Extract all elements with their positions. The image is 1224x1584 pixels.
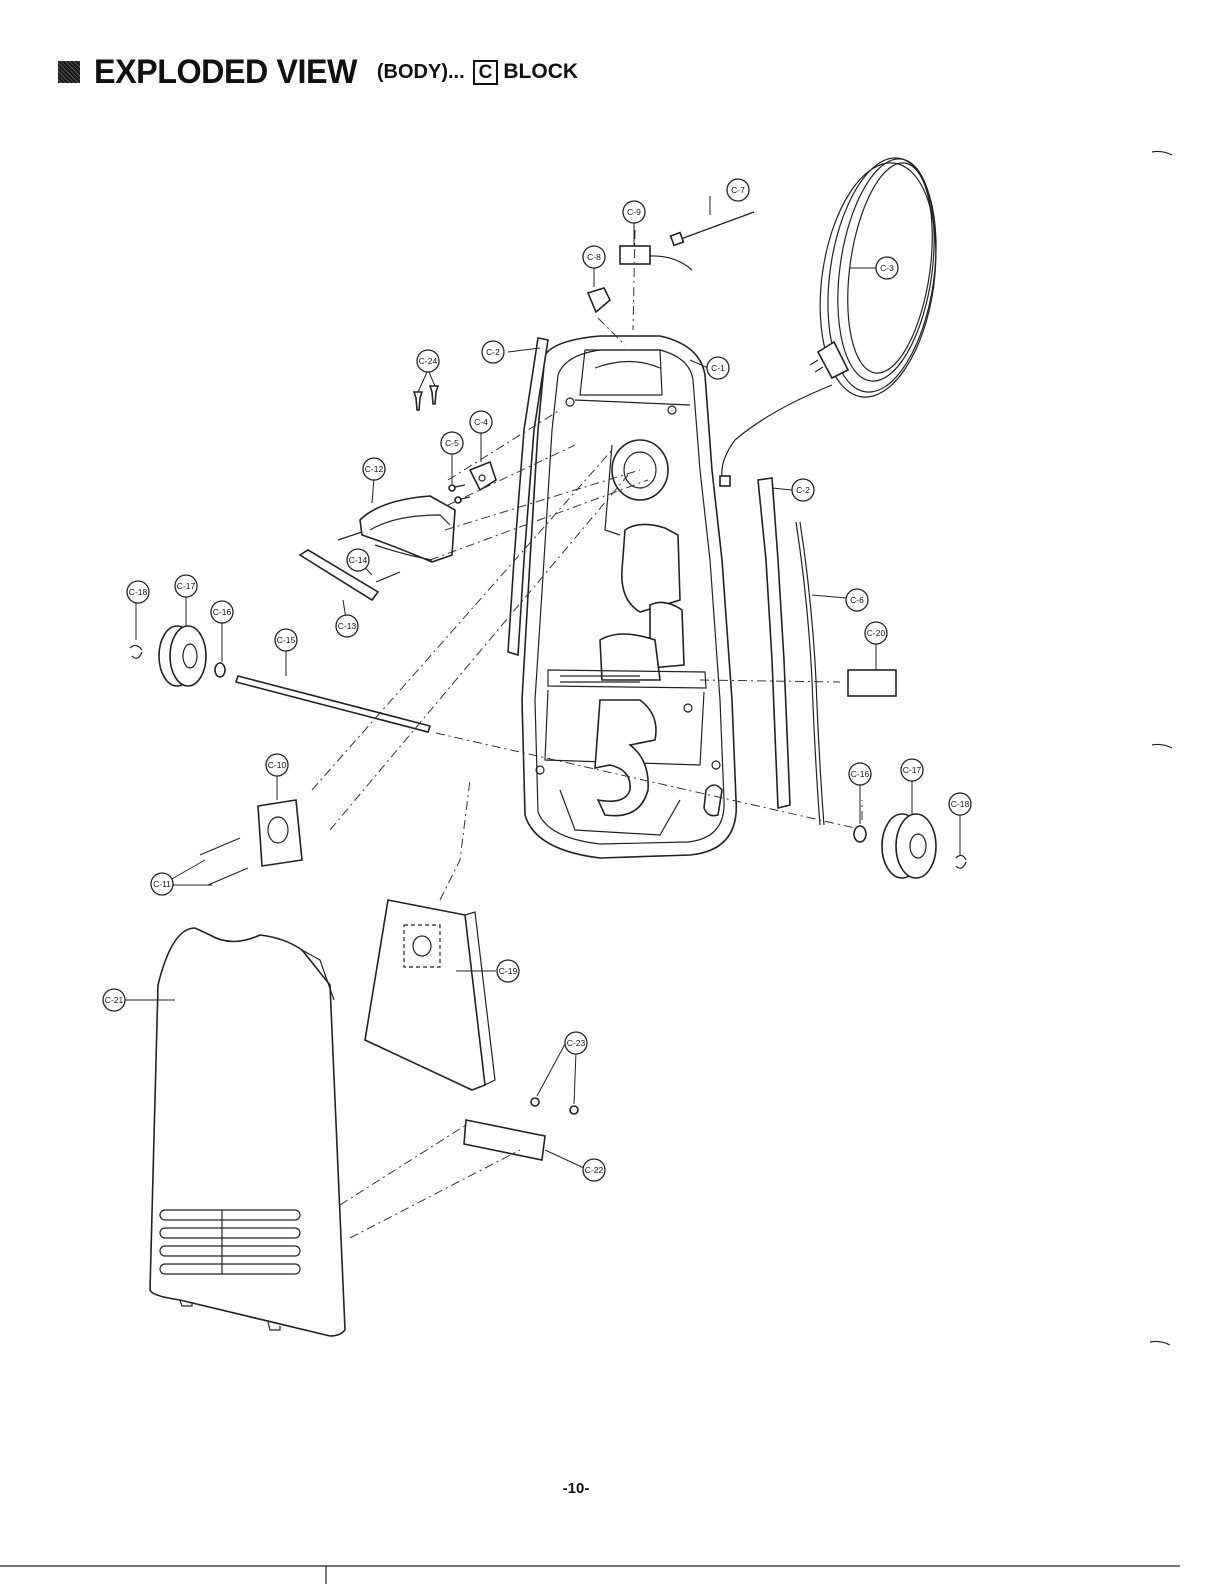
svg-text:C-23: C-23 [567, 1038, 586, 1048]
callout-c24: C-24 [416, 349, 440, 373]
svg-text:C-2: C-2 [796, 485, 810, 495]
filter-c22 [463, 1119, 546, 1161]
screw-c23-b [569, 1105, 579, 1115]
svg-text:C-12: C-12 [365, 464, 384, 474]
assembly-lines [311, 229, 863, 1239]
callout-c16-right: C-16 [848, 762, 872, 786]
switch-group [586, 211, 755, 314]
svg-text:C-10: C-10 [268, 760, 287, 770]
seal-strip-left [507, 337, 549, 657]
svg-text:C-3: C-3 [880, 263, 894, 273]
svg-text:C-15: C-15 [277, 635, 296, 645]
callout-c20: C-20 [864, 621, 888, 645]
rail-strip [298, 549, 380, 602]
title-sub: (BODY)... [376, 60, 465, 83]
callout-c2-left: C-2 [481, 340, 505, 364]
svg-text:C-8: C-8 [587, 252, 601, 262]
svg-text:C-24: C-24 [419, 356, 438, 366]
svg-text:C-9: C-9 [627, 207, 641, 217]
nozzle-bracket [359, 495, 456, 563]
mount-plate [199, 799, 303, 886]
svg-text:C-19: C-19 [499, 966, 518, 976]
callout-c18-left: C-18 [126, 580, 150, 604]
block-word: BLOCK [503, 60, 579, 83]
screws-c14 [337, 531, 401, 583]
leader-lines [116, 196, 961, 1169]
callout-c8: C-8 [582, 245, 606, 269]
callout-c19: C-19 [496, 959, 520, 983]
callout-c18-right: C-18 [948, 792, 972, 816]
callout-c1: C-1 [706, 356, 730, 380]
part-callouts: C-1 C-2 C-2 C-3 C-4 C-5 C-6 C-7 C-8 C-9 … [102, 178, 972, 1182]
callout-c9: C-9 [622, 200, 646, 224]
callout-c17-left: C-17 [174, 574, 198, 598]
callout-c16-left: C-16 [210, 600, 234, 624]
svg-text:C-21: C-21 [105, 995, 124, 1005]
svg-text:C-20: C-20 [867, 628, 886, 638]
callout-c22: C-22 [582, 1158, 606, 1182]
wire-harness [795, 521, 825, 826]
callout-c23: C-23 [564, 1031, 588, 1055]
page-number: -10- [562, 1480, 590, 1497]
vent-slots [159, 1209, 301, 1275]
power-cord [719, 157, 937, 487]
svg-text:C-22: C-22 [585, 1165, 604, 1175]
callout-c3: C-3 [875, 256, 899, 280]
page-title: EXPLODED VIEW (BODY)... C BLOCK [58, 50, 578, 94]
left-wheel-group [129, 625, 432, 733]
callout-c5: C-5 [440, 431, 464, 455]
seal-strip-right [757, 477, 791, 810]
callout-c10: C-10 [265, 753, 289, 777]
filter-panel [364, 899, 496, 1091]
svg-text:C-4: C-4 [474, 417, 488, 427]
screws-upper [412, 385, 497, 504]
svg-text:C-16: C-16 [213, 607, 232, 617]
body-housing [521, 335, 738, 859]
callout-c21: C-21 [102, 988, 126, 1012]
title-main: EXPLODED VIEW [94, 52, 358, 91]
svg-text:C-18: C-18 [951, 799, 970, 809]
svg-text:C-14: C-14 [349, 555, 368, 565]
callout-c4: C-4 [469, 410, 493, 434]
title-square-icon [58, 61, 80, 83]
callout-c6: C-6 [845, 588, 869, 612]
callout-c2-right: C-2 [791, 478, 815, 502]
screw-c23-a [530, 1097, 540, 1107]
svg-text:C-17: C-17 [903, 765, 922, 775]
rear-cover [149, 927, 346, 1337]
callout-c7: C-7 [726, 178, 750, 202]
block-letter-box: C [472, 59, 499, 85]
svg-text:C-16: C-16 [851, 769, 870, 779]
callout-c11: C-11 [150, 872, 174, 896]
filter-pad [847, 669, 897, 697]
right-wheel-group [853, 813, 967, 879]
svg-text:C-5: C-5 [445, 438, 459, 448]
callout-c12: C-12 [362, 457, 386, 481]
svg-text:C-2: C-2 [486, 347, 500, 357]
bottom-rule [0, 1565, 1180, 1584]
margin-marks [1149, 150, 1173, 1346]
svg-text:C-17: C-17 [177, 581, 196, 591]
svg-text:C-1: C-1 [711, 363, 725, 373]
callout-c13: C-13 [335, 614, 359, 638]
svg-text:C-6: C-6 [850, 595, 864, 605]
svg-text:C-18: C-18 [129, 587, 148, 597]
svg-text:C-11: C-11 [153, 879, 171, 889]
callout-c15: C-15 [274, 628, 298, 652]
callout-c17-right: C-17 [900, 758, 924, 782]
svg-text:C-7: C-7 [731, 185, 745, 195]
callout-c14: C-14 [346, 548, 370, 572]
svg-text:C-13: C-13 [338, 621, 357, 631]
